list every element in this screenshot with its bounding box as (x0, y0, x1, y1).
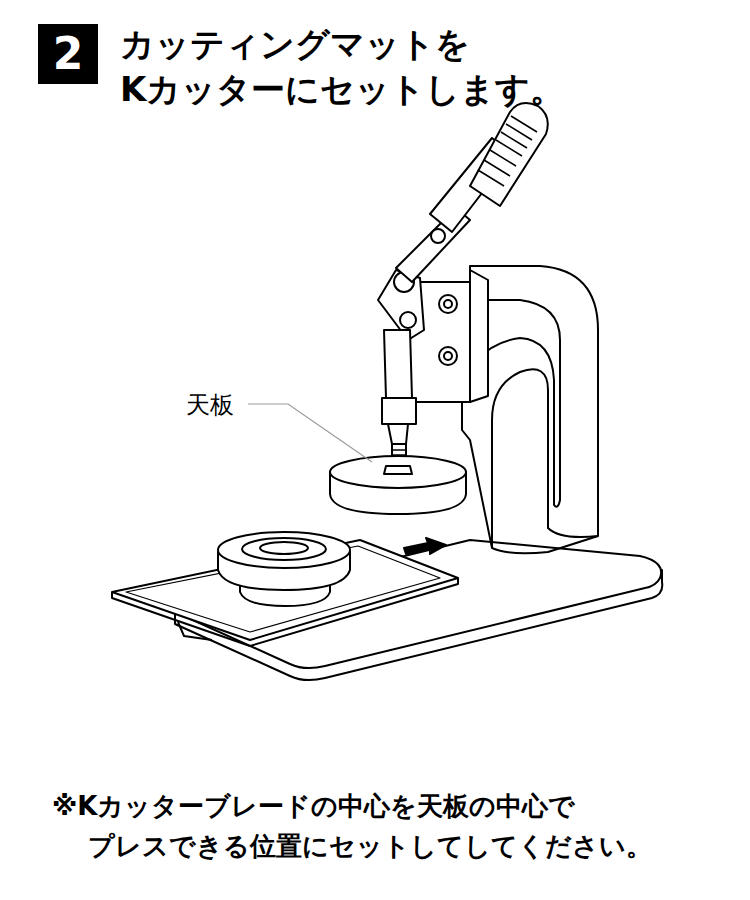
step-number-box: 2 (38, 24, 98, 84)
note-caption: ※Kカッターブレードの中心を天板の中心で プレスできる位置にセットしてしてくださ… (52, 786, 748, 866)
part-label: 天板 (186, 390, 234, 420)
step-number: 2 (53, 32, 84, 76)
step-title: カッティングマットを Kカッターにセットします。 (120, 22, 720, 112)
